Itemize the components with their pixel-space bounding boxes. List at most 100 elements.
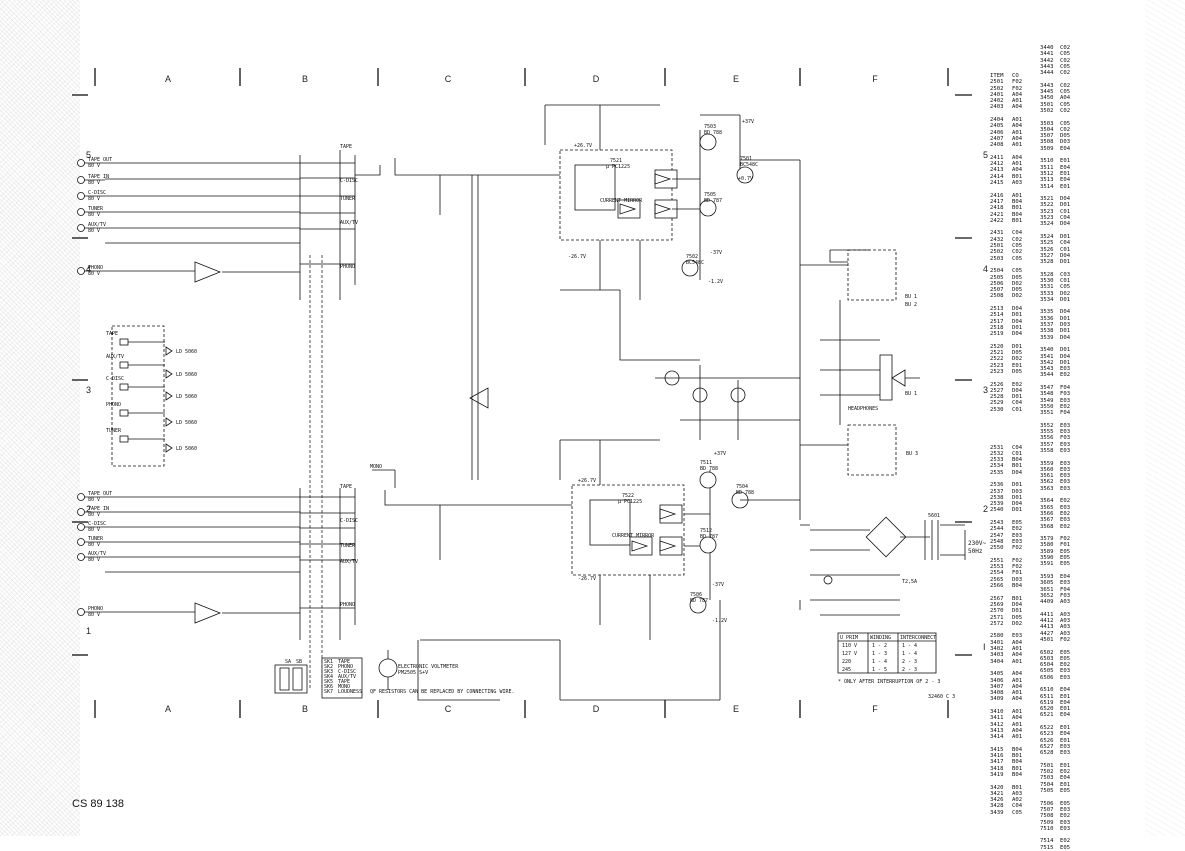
transformer-ref: 5601 bbox=[928, 513, 940, 519]
part-ref: 2536 bbox=[990, 482, 1004, 489]
part-ref: 3565 bbox=[1040, 504, 1054, 511]
part-ref: 3421 bbox=[990, 790, 1004, 797]
switch-table-ref: SK4 bbox=[324, 674, 333, 680]
part-location: E03 bbox=[1060, 668, 1071, 675]
transistor-ref: 7503 bbox=[704, 124, 716, 130]
part-ref: 3528 bbox=[1040, 259, 1054, 266]
part-location: E03 bbox=[1060, 460, 1071, 467]
part-location: E03 bbox=[1012, 633, 1023, 640]
part-location: A01 bbox=[1012, 734, 1023, 741]
part-ref: 3428 bbox=[990, 803, 1004, 810]
part-ref: 6528 bbox=[1040, 750, 1054, 757]
part-ref: 2505 bbox=[990, 274, 1004, 281]
part-location: D03 bbox=[1012, 576, 1023, 583]
part-ref: 2413 bbox=[990, 167, 1004, 174]
input-jack-icon bbox=[77, 267, 85, 275]
part-location: D01 bbox=[1012, 494, 1023, 501]
part-location: B04 bbox=[1012, 457, 1023, 464]
input-name: C-DISC bbox=[88, 190, 106, 196]
part-ref: 2522 bbox=[990, 356, 1004, 363]
input-level: 80 V bbox=[88, 527, 100, 533]
led-type: LD 5060 bbox=[176, 446, 197, 452]
input-name: TAPE OUT bbox=[88, 157, 112, 163]
part-ref: 6510 bbox=[1040, 687, 1054, 694]
part-ref: 2538 bbox=[990, 494, 1004, 501]
voltage-table-cell: 245 bbox=[842, 667, 851, 673]
part-location: E01 bbox=[1060, 158, 1071, 165]
part-location: F04 bbox=[1060, 586, 1071, 593]
sheet-frame bbox=[72, 68, 972, 718]
part-location: E04 bbox=[1060, 687, 1071, 694]
zone-col-top: C bbox=[445, 74, 452, 84]
part-ref: 3450 bbox=[1040, 95, 1054, 102]
part-location: F04 bbox=[1060, 385, 1071, 392]
part-ref: 3526 bbox=[1040, 246, 1054, 253]
part-ref: 2503 bbox=[990, 255, 1004, 262]
part-ref: 3549 bbox=[1040, 397, 1054, 404]
input-name: C-DISC bbox=[88, 521, 106, 527]
part-location: C01 bbox=[1060, 277, 1071, 284]
part-ref: 3402 bbox=[990, 646, 1004, 653]
scan-edge-texture-right bbox=[1145, 0, 1185, 836]
part-ref: 7508 bbox=[1040, 813, 1054, 820]
part-ref: 2402 bbox=[990, 98, 1004, 105]
part-location: E03 bbox=[1060, 750, 1071, 757]
input-name: TAPE IN bbox=[88, 506, 109, 512]
part-ref: 3412 bbox=[990, 721, 1004, 728]
part-location: D05 bbox=[1012, 614, 1023, 621]
zone-col-top: F bbox=[872, 74, 878, 84]
supply-rail-label: -1.2V bbox=[708, 279, 723, 285]
supply-rail-label: -1.2V bbox=[712, 618, 727, 624]
part-ref: 2518 bbox=[990, 324, 1004, 331]
part-ref: 6527 bbox=[1040, 743, 1054, 750]
part-ref: 3443 bbox=[1040, 82, 1054, 89]
part-ref: 2526 bbox=[990, 381, 1004, 388]
part-location: A01 bbox=[1012, 677, 1023, 684]
part-location: D04 bbox=[1012, 387, 1023, 394]
part-ref: 7502 bbox=[1040, 769, 1054, 776]
part-ref: 2502 bbox=[990, 249, 1004, 256]
part-ref: 3404 bbox=[990, 658, 1004, 665]
part-ref: 2527 bbox=[990, 387, 1004, 394]
part-ref: 3523 bbox=[1040, 215, 1054, 222]
part-location: C01 bbox=[1012, 406, 1023, 413]
part-location: E01 bbox=[1060, 706, 1071, 713]
part-ref: 2540 bbox=[990, 507, 1004, 514]
part-location: A01 bbox=[1012, 721, 1023, 728]
input-jack-icon bbox=[77, 608, 85, 616]
part-ref: 2514 bbox=[990, 312, 1004, 319]
part-ref: 3418 bbox=[990, 765, 1004, 772]
part-location: E03 bbox=[1060, 517, 1071, 524]
part-ref: 2513 bbox=[990, 305, 1004, 312]
input-jack-icon bbox=[77, 192, 85, 200]
part-location: C03 bbox=[1060, 271, 1071, 278]
part-ref: 6504 bbox=[1040, 662, 1054, 669]
part-location: D03 bbox=[1060, 139, 1071, 146]
